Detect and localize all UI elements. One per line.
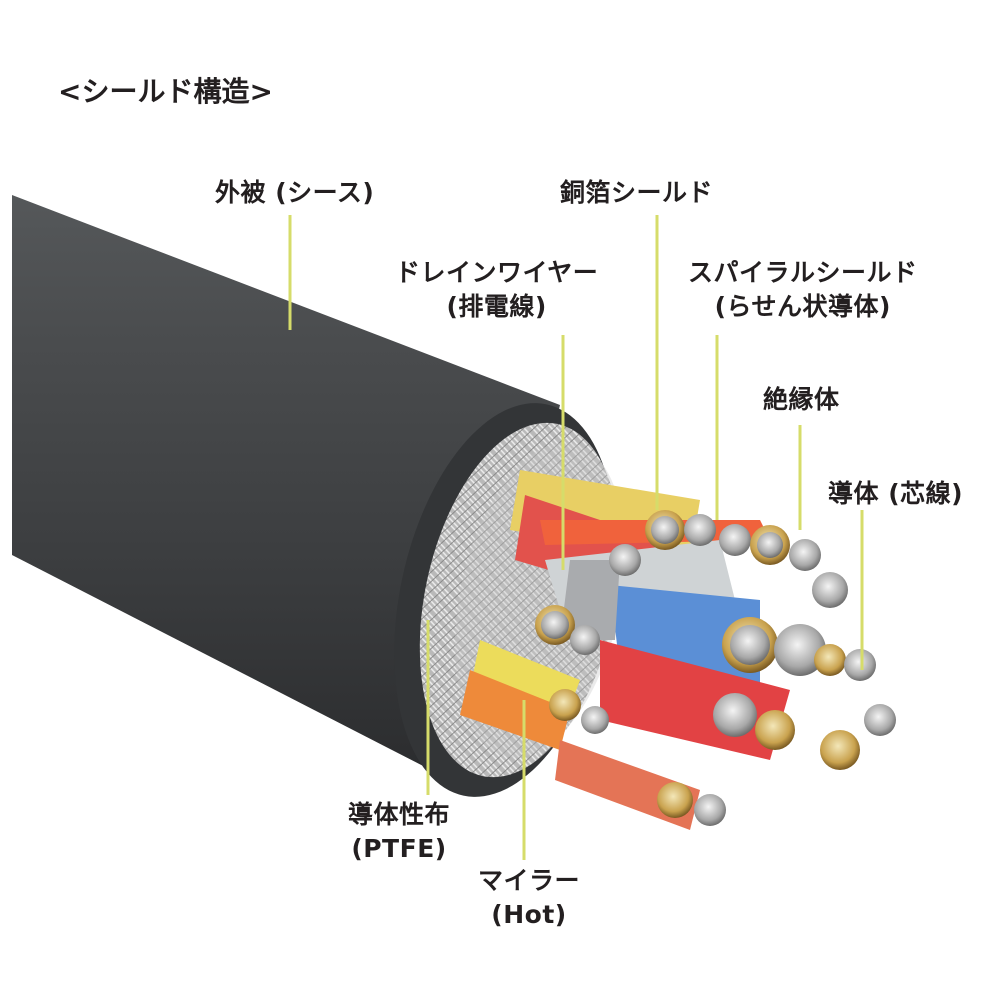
label-drain-wire: ドレインワイヤー (排電線) [395,256,598,324]
label-sheath: 外被 (シース) [215,178,375,207]
label-dielectric-line2: (PTFE) [351,834,447,863]
label-mylar-line1: マイラー [478,866,581,895]
label-mylar: マイラー (Hot) [478,864,580,932]
conductor-ends [535,510,896,826]
label-mylar-line2: (Hot) [491,900,567,929]
label-spiral-shield-line1: スパイラルシールド [688,258,918,287]
label-drain-wire-line1: ドレインワイヤー [395,258,599,287]
leader-lines [288,215,864,860]
label-dielectric: 導体性布 (PTFE) [348,798,450,866]
label-spiral-shield: スパイラルシールド (らせん状導体) [688,256,918,324]
label-copper-foil: 銅箔シールド [560,178,714,207]
label-dielectric-line1: 導体性布 [348,800,451,829]
label-spiral-shield-line2: (らせん状導体) [714,292,891,321]
diagram-title: <シールド構造> [58,75,273,108]
label-insulator: 絶縁体 [763,385,840,414]
label-conductor: 導体 (芯線) [828,479,964,508]
label-drain-wire-line2: (排電線) [446,292,547,321]
